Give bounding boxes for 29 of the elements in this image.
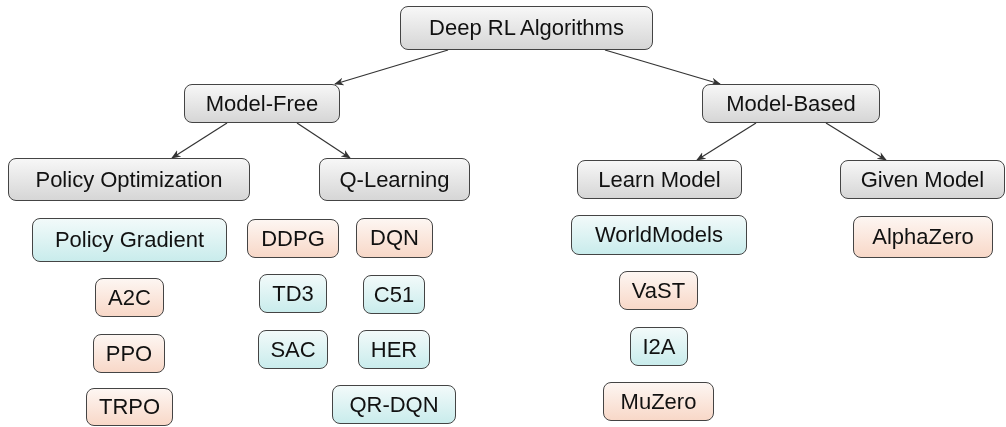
- arrow: [696, 122, 757, 161]
- algorithm-box: Q-Learning: [319, 158, 470, 201]
- arrow: [825, 122, 887, 161]
- algorithm-box: Deep RL Algorithms: [400, 6, 653, 50]
- arrow: [171, 122, 228, 159]
- algorithm-box: Learn Model: [577, 160, 742, 199]
- algorithm-box: WorldModels: [571, 215, 747, 255]
- algorithm-box: AlphaZero: [853, 216, 993, 258]
- algorithm-box: TD3: [259, 274, 327, 313]
- arrow: [296, 122, 351, 159]
- algorithm-box: HER: [358, 330, 430, 369]
- algorithm-box: Policy Gradient: [32, 218, 227, 262]
- algorithm-box: VaST: [619, 271, 698, 310]
- algorithm-box: C51: [363, 275, 425, 314]
- algorithm-box: Model-Based: [702, 84, 880, 123]
- arrow: [604, 49, 721, 86]
- algorithm-box: DDPG: [247, 219, 339, 258]
- algorithm-box: TRPO: [86, 388, 173, 426]
- algorithm-box: A2C: [95, 278, 164, 317]
- algorithm-box: MuZero: [603, 382, 714, 421]
- algorithm-box: QR-DQN: [332, 385, 456, 424]
- algorithm-box: PPO: [93, 334, 165, 373]
- algorithm-box: Given Model: [840, 160, 1005, 199]
- algorithm-box: SAC: [258, 330, 328, 369]
- arrow: [334, 49, 449, 86]
- algorithm-box: Policy Optimization: [8, 158, 250, 201]
- algorithm-box: DQN: [356, 218, 433, 258]
- algorithm-box: I2A: [630, 327, 688, 366]
- algorithm-box: Model-Free: [184, 84, 340, 123]
